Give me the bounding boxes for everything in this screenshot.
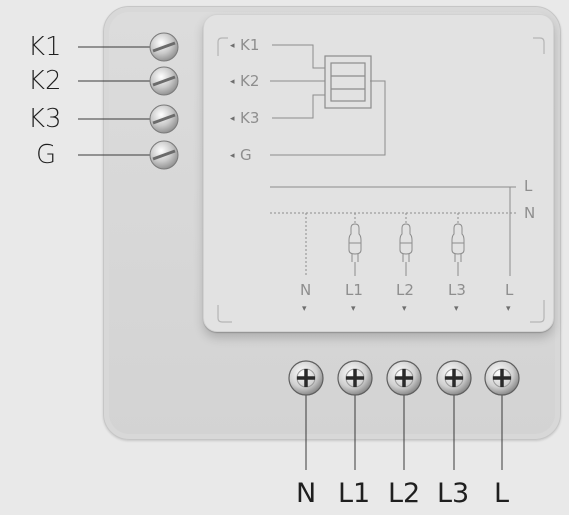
- plate-input-k1: K1: [240, 36, 260, 54]
- arrow-left-icon: ◂: [230, 41, 235, 51]
- arrow-left-icon: ◂: [230, 151, 235, 161]
- terminal-label-k1: K1: [28, 32, 62, 62]
- power-label-l3: L3: [437, 478, 470, 509]
- power-label-l: L: [494, 478, 510, 509]
- arrow-down-icon: ▾: [454, 304, 459, 314]
- arrow-left-icon: ◂: [230, 114, 235, 124]
- plate-input-k3: K3: [240, 109, 260, 127]
- plate-output-n: N: [300, 281, 312, 299]
- arrow-down-icon: ▾: [402, 304, 407, 314]
- arrow-down-icon: ▾: [302, 304, 307, 314]
- bus-label-l: L: [524, 177, 533, 195]
- plate-output-l: L: [505, 281, 514, 299]
- bus-label-n: N: [524, 204, 536, 222]
- power-label-l2: L2: [388, 478, 421, 509]
- arrow-down-icon: ▾: [351, 304, 356, 314]
- terminal-label-k2: K2: [28, 66, 62, 96]
- plate-input-g: G: [240, 146, 252, 164]
- terminal-label-k3: K3: [28, 104, 62, 134]
- arrow-down-icon: ▾: [506, 304, 511, 314]
- plate-output-l3: L3: [448, 281, 466, 299]
- terminal-label-g: G: [36, 140, 57, 170]
- plate-input-k2: K2: [240, 72, 260, 90]
- label-plate: [203, 14, 554, 332]
- plate-output-l1: L1: [345, 281, 363, 299]
- plate-output-l2: L2: [396, 281, 414, 299]
- power-label-n: N: [296, 478, 317, 509]
- arrow-left-icon: ◂: [230, 77, 235, 87]
- power-label-l1: L1: [338, 478, 371, 509]
